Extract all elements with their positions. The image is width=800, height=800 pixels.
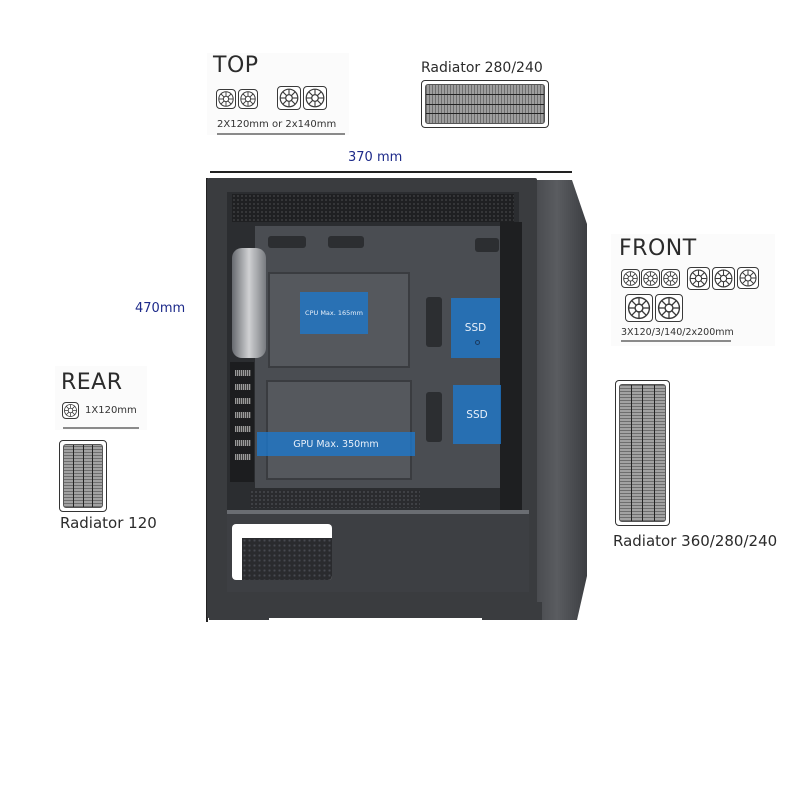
front-radiator-icon (615, 380, 670, 526)
cable-cutout (426, 297, 442, 347)
rear-radiator-icon (59, 440, 107, 512)
width-dimension-line (210, 171, 572, 173)
top-radiator-icon (421, 80, 549, 128)
fan-200-icon (625, 294, 653, 322)
front-panel-title: FRONT (619, 236, 697, 261)
divider (217, 133, 345, 135)
front-fan-spec-panel: FRONT 3X120/3/140/2x200mm (611, 234, 775, 346)
cable-cutout (268, 236, 306, 248)
rear-radiator-label: Radiator 120 (60, 514, 157, 532)
top-fan-spec-panel: TOP 2X120mm or 2x140mm (207, 53, 349, 135)
fan-140-icon (737, 267, 759, 289)
case-foot-right (482, 602, 542, 620)
screw-icon (475, 340, 480, 345)
divider (63, 427, 139, 429)
top-fan-spec: 2X120mm or 2x140mm (217, 119, 337, 130)
fan-200-icon (655, 294, 683, 322)
lower-tray (266, 380, 412, 480)
cable-cutout (475, 238, 499, 252)
rear-fan-spec-panel: REAR 1X120mm (55, 366, 147, 430)
fan-120-icon (216, 89, 236, 109)
top-mesh (232, 194, 514, 222)
rear-fan (232, 248, 266, 358)
fan-140-icon (303, 86, 327, 110)
fan-140-icon (277, 86, 301, 110)
case-foot-left (209, 602, 269, 620)
psu-window (232, 524, 332, 580)
rear-panel-title: REAR (61, 370, 123, 395)
front-fan-rail (500, 222, 522, 592)
fan-120-icon (621, 269, 640, 288)
fan-120-icon (641, 269, 660, 288)
fan-120-icon (62, 402, 79, 419)
case-front-panel (537, 180, 587, 620)
pci-slots (230, 362, 254, 482)
fan-140-icon (712, 267, 735, 290)
height-dimension-label: 470mm (135, 301, 186, 316)
top-radiator-label: Radiator 280/240 (421, 60, 543, 76)
cable-cutout (328, 236, 364, 248)
cable-cutout (426, 392, 442, 442)
front-fan-spec: 3X120/3/140/2x200mm (621, 327, 734, 338)
divider (621, 340, 731, 342)
front-radiator-label: Radiator 360/280/240 (613, 532, 778, 550)
fan-120-icon (238, 89, 258, 109)
ssd-mount-overlay: SSD (453, 385, 501, 444)
fan-140-icon (687, 267, 710, 290)
ssd-mount-overlay: SSD (451, 298, 500, 358)
rear-fan-spec: 1X120mm (85, 405, 137, 416)
fan-120-icon (661, 269, 680, 288)
shroud-mesh (250, 490, 420, 508)
width-dimension-label: 370 mm (348, 150, 403, 165)
gpu-clearance-overlay: GPU Max. 350mm (257, 432, 415, 456)
cpu-clearance-overlay: CPU Max. 165mm (300, 292, 368, 334)
top-panel-title: TOP (213, 53, 259, 78)
